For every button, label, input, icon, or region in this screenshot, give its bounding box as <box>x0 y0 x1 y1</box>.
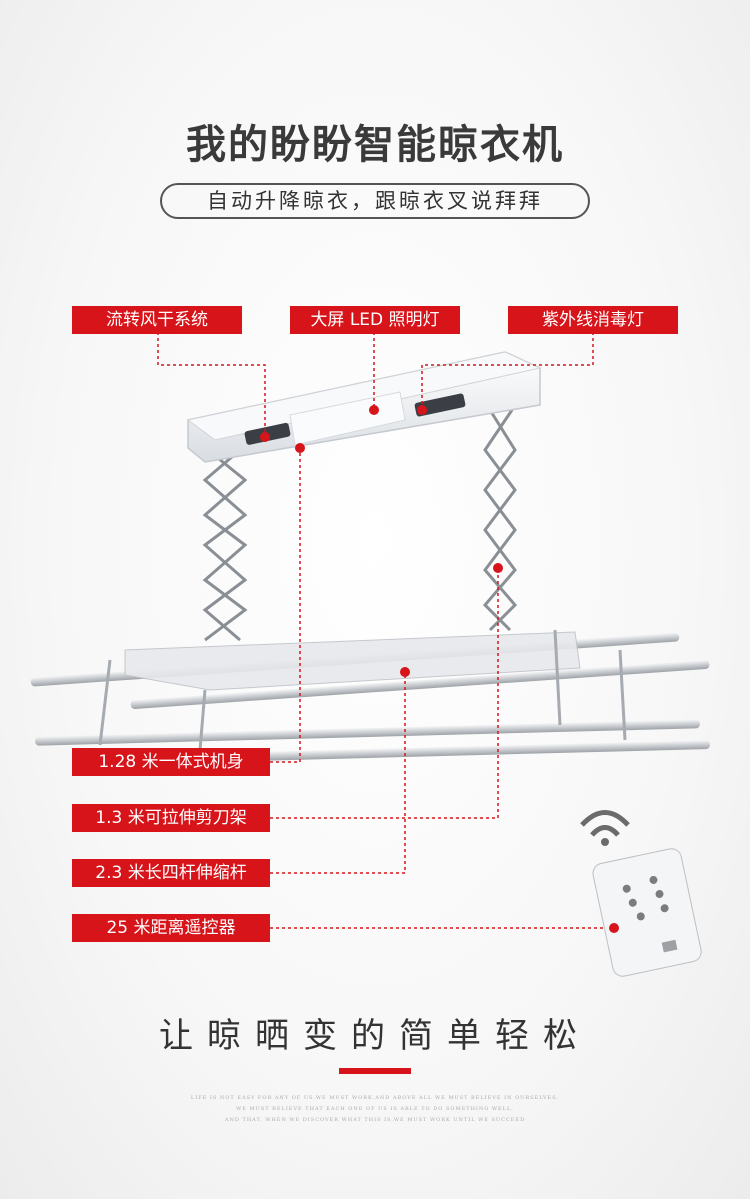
page-title: 我的盼盼智能晾衣机 <box>186 122 564 168</box>
remote-control <box>580 810 702 977</box>
subtitle-pill: 自动升降晾衣，跟晾衣叉说拜拜 <box>160 183 590 219</box>
dot-fan <box>260 432 270 442</box>
label-uv-light: 紫外线消毒灯 <box>508 306 678 334</box>
label-fan-system: 流转风干系统 <box>72 306 242 334</box>
label-scissor: 1.3 米可拉伸剪刀架 <box>72 804 270 832</box>
leader-lines <box>157 332 612 929</box>
dot-led <box>369 405 379 415</box>
rack-rods <box>30 629 710 765</box>
dot-rods <box>400 667 410 677</box>
scissor-arm-right <box>482 409 518 632</box>
label-remote: 25 米距离遥控器 <box>72 914 270 942</box>
dot-remote <box>609 923 619 933</box>
scissor-arm-left <box>202 448 248 642</box>
label-led-light: 大屏 LED 照明灯 <box>290 306 460 334</box>
dot-uv <box>417 405 427 415</box>
dot-scissor <box>493 563 503 573</box>
dot-body <box>295 443 305 453</box>
slogan: 让晾晒变的简单轻松 <box>159 1016 591 1056</box>
label-rods: 2.3 米长四杆伸缩杆 <box>72 859 270 887</box>
product-illustration <box>30 332 710 977</box>
label-body: 1.28 米一体式机身 <box>72 748 270 776</box>
fine-print-3: AND THAT, WHEN WE DISCOVER WHAT THIS IS,… <box>224 1117 526 1123</box>
fine-print-1: LIFE IS NOT EASY FOR ANY OF US.WE MUST W… <box>190 1095 560 1101</box>
fine-print-2: WE MUST BELIEVE THAT EACH ONE OF US IS A… <box>236 1106 514 1112</box>
accent-bar <box>339 1068 411 1074</box>
